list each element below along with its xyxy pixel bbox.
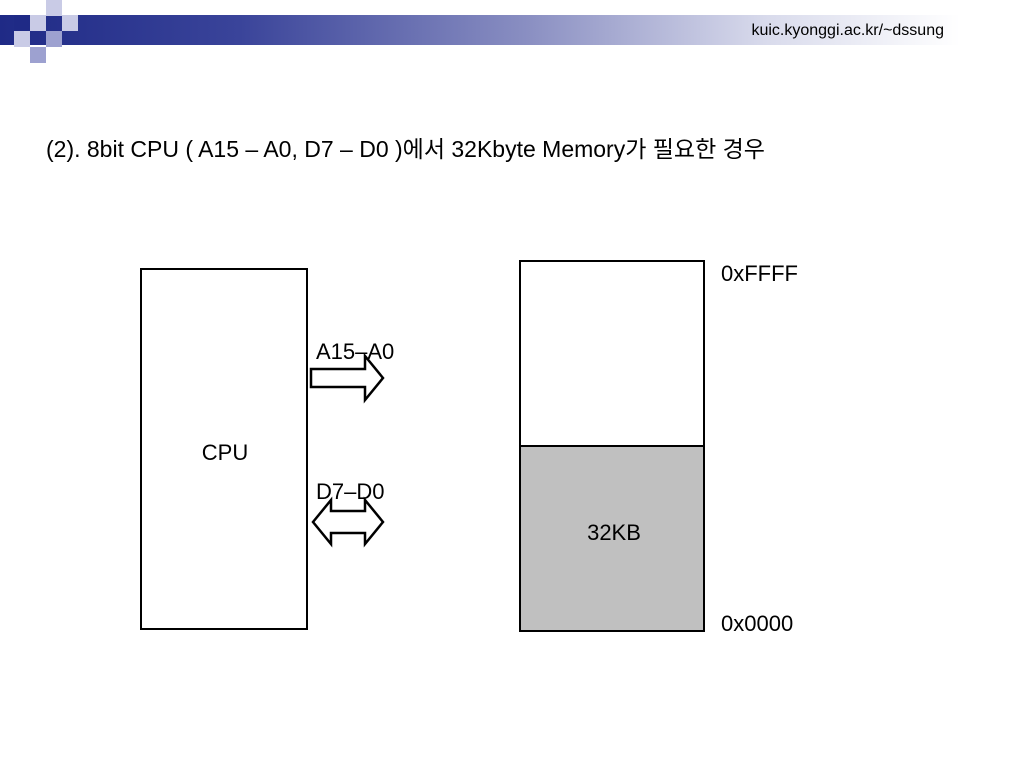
memory-top-address: 0xFFFF (721, 261, 798, 286)
address-bus-label: A15–A0 (316, 339, 395, 364)
cpu-block (140, 268, 308, 630)
logo-square-dark (14, 15, 30, 31)
logo-square-mid (30, 47, 46, 63)
logo-square-mid (46, 31, 62, 47)
logo-square-light (14, 31, 30, 47)
address-bus-arrow (309, 352, 385, 404)
source-url: kuic.kyonggi.ac.kr/~dssung (751, 22, 944, 39)
memory-bottom-address: 0x0000 (721, 611, 794, 636)
slide-title: (2). 8bit CPU ( A15 – A0, D7 – D0 )에서 32… (46, 136, 765, 162)
data-bus-arrow (311, 496, 385, 548)
logo-square-light (62, 15, 78, 31)
logo-square-light (30, 15, 46, 31)
memory-size-label: 32KB (587, 520, 641, 545)
memory-upper-region (519, 260, 705, 447)
header-gradient-band (0, 15, 960, 45)
memory-32kb-region (519, 445, 705, 632)
data-bus-label: D7–D0 (316, 479, 385, 504)
cpu-label: CPU (201, 440, 249, 465)
logo-square-light (46, 0, 62, 16)
